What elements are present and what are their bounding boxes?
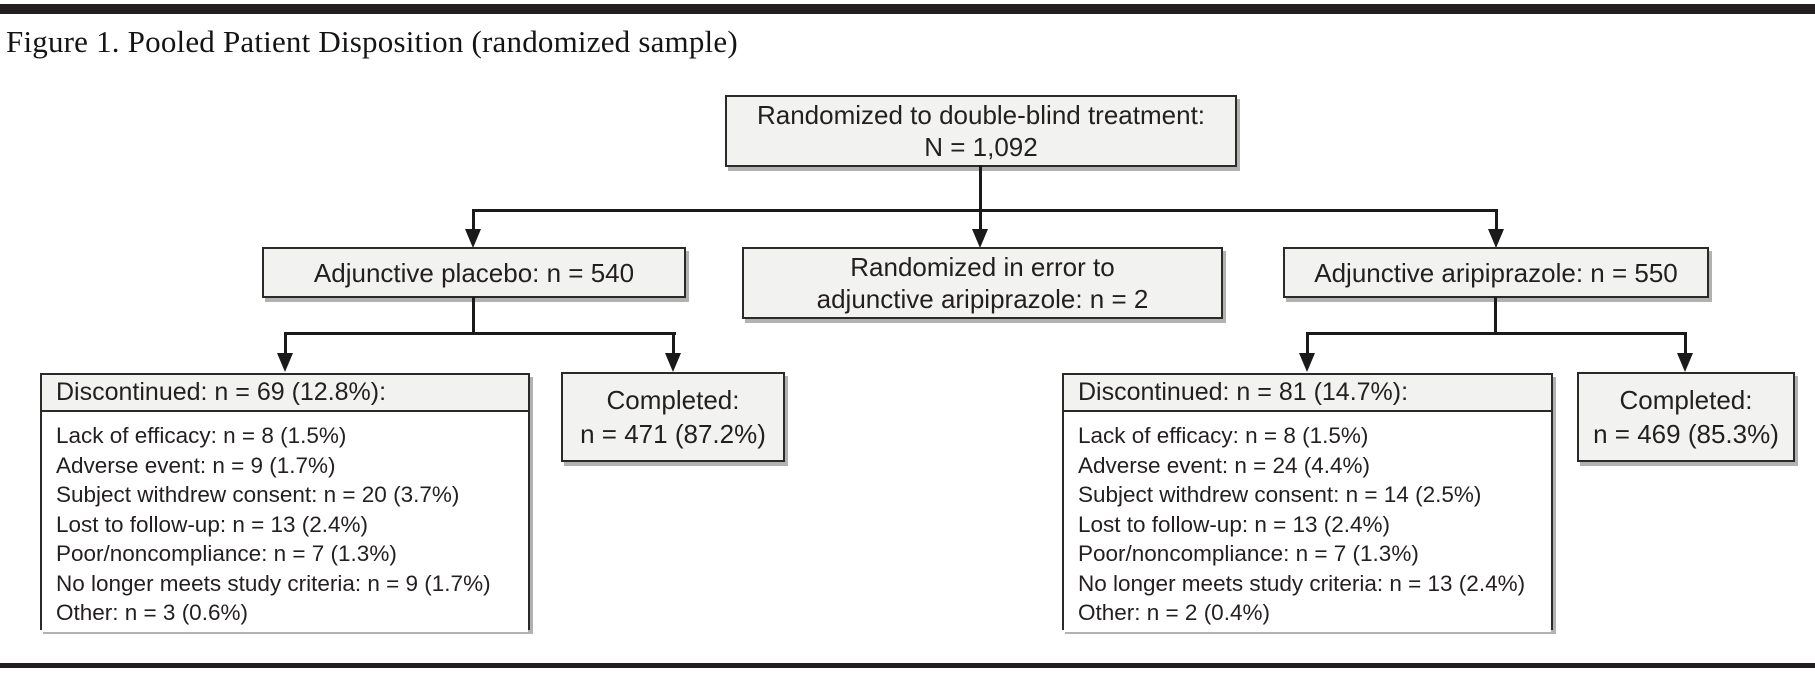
connector-level1-horizontal <box>472 209 1498 212</box>
figure-title: Figure 1. Pooled Patient Disposition (ra… <box>6 24 738 59</box>
arrow-down-to-aripiprazole <box>1488 229 1504 248</box>
connector-placebo-stem <box>472 297 475 334</box>
placebo-completed-line1: Completed: <box>606 385 740 415</box>
arrow-down-to-placebo-discontinued <box>277 353 293 372</box>
node-adjunctive-aripiprazole-label: Adjunctive aripiprazole: n = 550 <box>1314 257 1678 288</box>
list-item: Poor/noncompliance: n = 7 (1.3%) <box>56 541 397 566</box>
aripiprazole-discontinued-header: Discontinued: n = 81 (14.7%): <box>1064 375 1551 412</box>
node-randomized-line2: N = 1,092 <box>924 132 1038 162</box>
aripiprazole-completed-line2: n = 469 (85.3%) <box>1593 419 1779 449</box>
connector-placebo-horizontal <box>284 332 676 335</box>
top-rule <box>0 4 1815 14</box>
node-aripiprazole-discontinued: Discontinued: n = 81 (14.7%): Lack of ef… <box>1062 373 1553 632</box>
connector-to-placebo-discontinued-stem <box>284 332 287 355</box>
list-item: Other: n = 2 (0.4%) <box>1078 600 1270 625</box>
list-item: Lost to follow-up: n = 13 (2.4%) <box>56 511 369 537</box>
list-item: Adverse event: n = 24 (4.4%) <box>1078 452 1371 478</box>
node-adjunctive-placebo: Adjunctive placebo: n = 540 <box>262 247 686 298</box>
aripiprazole-discontinued-reasons: Lack of efficacy: n = 8 (1.5%) Adverse e… <box>1064 412 1551 632</box>
placebo-completed-line2: n = 471 (87.2%) <box>580 419 766 449</box>
list-item: Other: n = 3 (0.6%) <box>56 600 248 625</box>
connector-to-error-stem <box>979 209 982 231</box>
connector-to-placebo-completed-stem <box>672 332 675 355</box>
arrow-down-to-placebo <box>465 229 481 248</box>
aripiprazole-completed-line1: Completed: <box>1619 385 1753 415</box>
node-randomized-error: Randomized in error to adjunctive aripip… <box>742 247 1223 319</box>
list-item: No longer meets study criteria: n = 13 (… <box>1078 570 1526 596</box>
node-placebo-discontinued: Discontinued: n = 69 (12.8%): Lack of ef… <box>40 373 530 632</box>
list-item: Lost to follow-up: n = 13 (2.4%) <box>1078 511 1391 537</box>
placebo-discontinued-header: Discontinued: n = 69 (12.8%): <box>42 375 528 412</box>
node-randomized-error-line1: Randomized in error to <box>850 252 1115 282</box>
node-randomized-error-line2: adjunctive aripiprazole: n = 2 <box>816 284 1149 314</box>
node-adjunctive-placebo-label: Adjunctive placebo: n = 540 <box>313 257 635 288</box>
connector-randomized-stem <box>979 165 982 211</box>
connector-aripiprazole-stem <box>1494 297 1497 334</box>
list-item: Subject withdrew consent: n = 20 (3.7%) <box>56 482 460 507</box>
connector-aripiprazole-horizontal <box>1306 332 1687 335</box>
node-randomized: Randomized to double-blind treatment: N … <box>725 95 1237 167</box>
list-item: Subject withdrew consent: n = 14 (2.5%) <box>1078 482 1482 507</box>
node-randomized-line1: Randomized to double-blind treatment: <box>756 100 1206 130</box>
node-adjunctive-aripiprazole: Adjunctive aripiprazole: n = 550 <box>1283 247 1709 298</box>
bottom-rule <box>0 663 1815 668</box>
arrow-down-to-aripiprazole-completed <box>1677 353 1693 372</box>
connector-to-aripiprazole-stem <box>1495 209 1498 231</box>
placebo-discontinued-reasons: Lack of efficacy: n = 8 (1.5%) Adverse e… <box>42 412 528 632</box>
connector-to-placebo-stem <box>472 209 475 231</box>
arrow-down-to-aripiprazole-discontinued <box>1299 353 1315 372</box>
list-item: Adverse event: n = 9 (1.7%) <box>56 452 336 478</box>
arrow-down-to-error <box>972 229 988 248</box>
list-item: Lack of efficacy: n = 8 (1.5%) <box>1078 423 1369 448</box>
arrow-down-to-placebo-completed <box>665 353 681 372</box>
list-item: Poor/noncompliance: n = 7 (1.3%) <box>1078 541 1419 566</box>
connector-to-aripiprazole-discontinued-stem <box>1306 332 1309 355</box>
node-placebo-completed: Completed: n = 471 (87.2%) <box>561 372 785 462</box>
list-item: Lack of efficacy: n = 8 (1.5%) <box>56 423 347 448</box>
connector-to-aripiprazole-completed-stem <box>1684 332 1687 355</box>
list-item: No longer meets study criteria: n = 9 (1… <box>56 570 491 596</box>
node-aripiprazole-completed: Completed: n = 469 (85.3%) <box>1577 372 1795 462</box>
